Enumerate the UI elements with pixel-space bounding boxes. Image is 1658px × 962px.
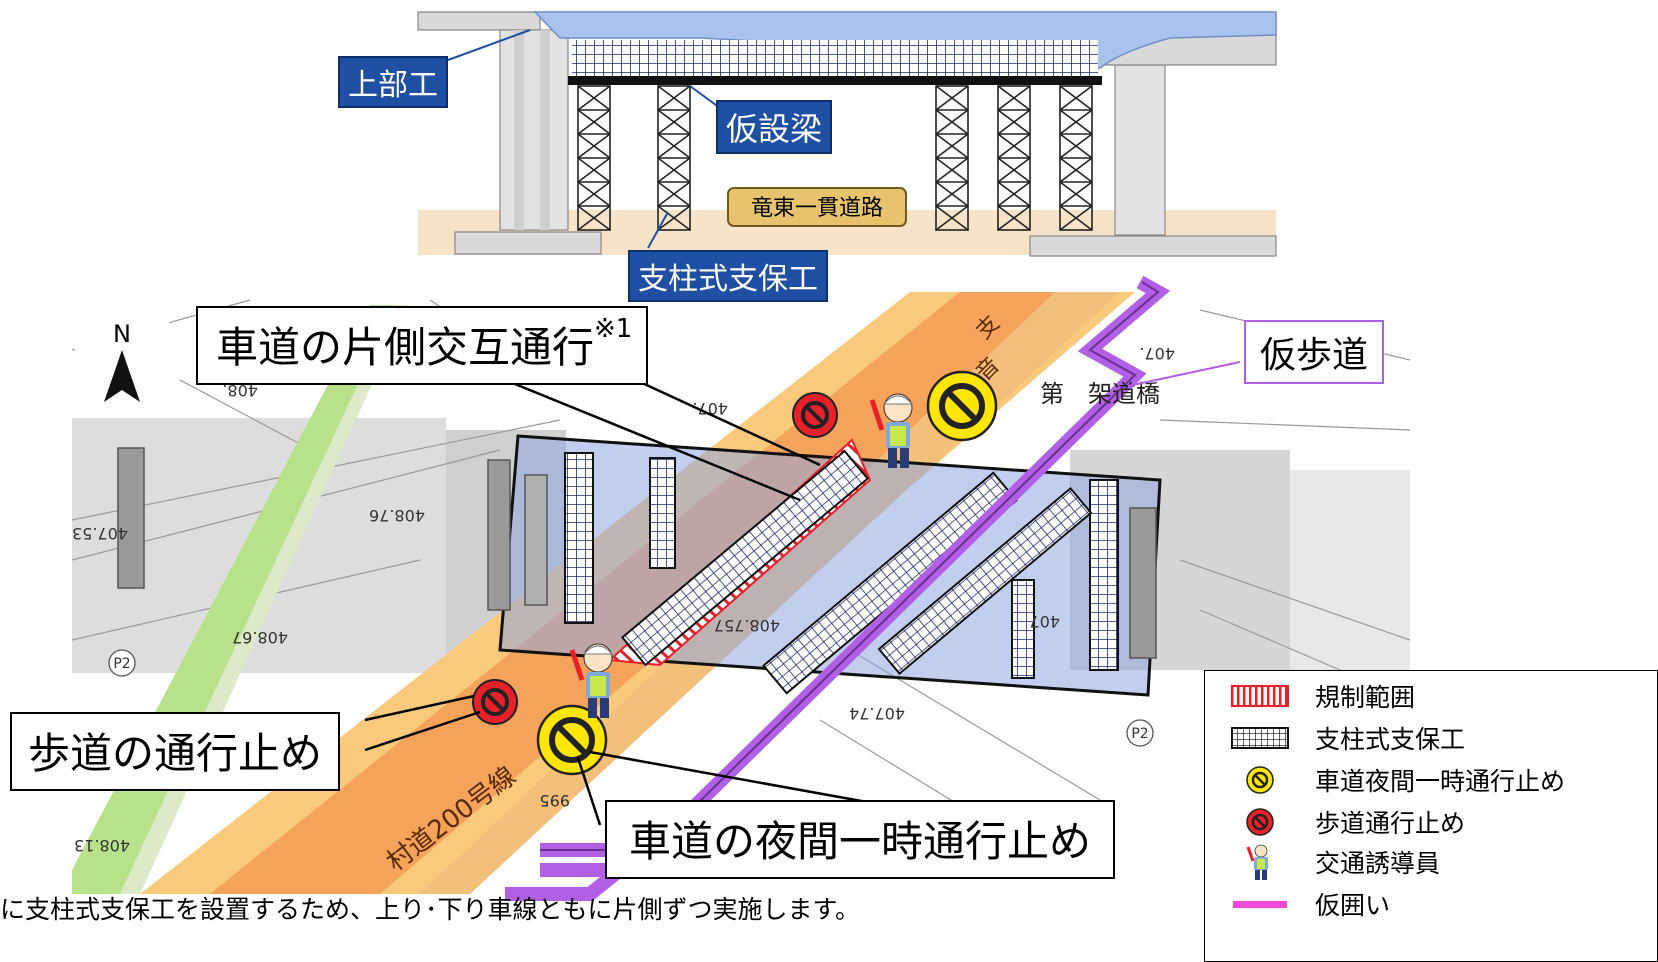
temporary-beam-grid (572, 40, 1098, 76)
elev-label-10: 407 (1029, 612, 1060, 631)
no-entry-icon (472, 679, 518, 725)
north-label: N (113, 320, 131, 348)
support-grid-icon (1231, 727, 1289, 749)
legend-label: 交通誘導員 (1315, 849, 1441, 878)
no-entry-icon (1246, 808, 1274, 836)
callout-night-closure: 車道の夜間一時通行止め (605, 800, 1116, 879)
elev-label-5: 408.757 (714, 616, 780, 635)
plan-supports (564, 449, 1119, 695)
elev-label-4: 407.74 (849, 704, 905, 723)
legend-item-support: 支柱式支保工 (1205, 719, 1465, 757)
elev-label-9: 407. (692, 399, 728, 418)
footnote: に支柱式支保工を設置するため、上り･下り車線ともに片側ずつ実施します。 (0, 895, 861, 924)
support-label: 支柱式支保工 (628, 250, 828, 302)
legend-item-night-closure: 車道夜間一時通行止め (1205, 761, 1565, 799)
left-abutment (417, 11, 541, 31)
traffic-guard-icon (1246, 844, 1268, 880)
plan-view-map: 407.53 408.76 408.67 407.74 408.757 408.… (71, 275, 1411, 901)
night-closure-icon (536, 704, 608, 776)
elev-label-1: 407.53 (72, 524, 128, 543)
no-entry-icon (792, 392, 838, 438)
legend-item-regulation: 規制範囲 (1205, 677, 1415, 715)
callout-alternating-note: ※1 (594, 314, 633, 344)
p2-marker-right: P2 (1131, 726, 1148, 742)
callout-alternating-text: 車道の片側交互通行 (216, 323, 595, 372)
regulation-area-icon (1231, 685, 1289, 707)
legend-label: 規制範囲 (1315, 683, 1416, 712)
callout-temporary-walkway: 仮歩道 (1244, 320, 1385, 384)
night-closure-icon (926, 370, 998, 442)
superstructure-label: 上部工 (338, 56, 448, 108)
elev-label-2: 408.76 (369, 506, 425, 525)
bridge-name-label: 第 架道橋 (1040, 380, 1160, 408)
traffic-guard-icon (869, 393, 914, 468)
legend-label: 仮囲い (1315, 891, 1391, 920)
support-towers (577, 85, 1093, 231)
road-name-badge (727, 187, 907, 227)
legend-item-fence: 仮囲い (1205, 885, 1390, 923)
callout-temporary-walkway-text: 仮歩道 (1260, 335, 1369, 376)
legend-label: 車道夜間一時通行止め (1315, 767, 1566, 796)
night-closure-icon (1246, 766, 1274, 794)
legend: 規制範囲 支柱式支保工 車道夜間一時通行止め 歩道通行止め 交通誘導員 仮囲い (1204, 670, 1658, 962)
callout-night-closure-text: 車道の夜間一時通行止め (629, 817, 1092, 866)
legend-label: 支柱式支保工 (1315, 725, 1466, 754)
legend-item-traffic-guard: 交通誘導員 (1205, 843, 1440, 881)
p2-marker-left: P2 (113, 656, 130, 672)
elev-label-6: 408.13 (74, 836, 130, 855)
temporary-beam (568, 76, 1102, 85)
elev-label-3: 408.67 (232, 628, 288, 647)
temporary-fence-icon (1233, 901, 1287, 908)
elev-label-8: 407. (1139, 344, 1175, 363)
north-arrow-icon (104, 350, 140, 402)
callout-sidewalk-closed-text: 歩道の通行止め (28, 729, 323, 778)
callout-alternating-traffic: 車道の片側交互通行※1 (196, 306, 649, 385)
callout-sidewalk-closed: 歩道の通行止め (10, 712, 341, 791)
legend-item-sidewalk-closed: 歩道通行止め (1205, 803, 1465, 841)
elev-label-12: 995 (539, 791, 570, 810)
temporary-beam-label: 仮設梁 (716, 100, 833, 154)
cross-section-diagram: 竜東一貫道路 (417, 0, 1277, 257)
road-name-text: 竜東一貫道路 (751, 196, 883, 221)
traffic-guard-icon (569, 643, 614, 718)
elev-label-11: 408. (222, 381, 258, 400)
legend-label: 歩道通行止め (1315, 809, 1466, 838)
